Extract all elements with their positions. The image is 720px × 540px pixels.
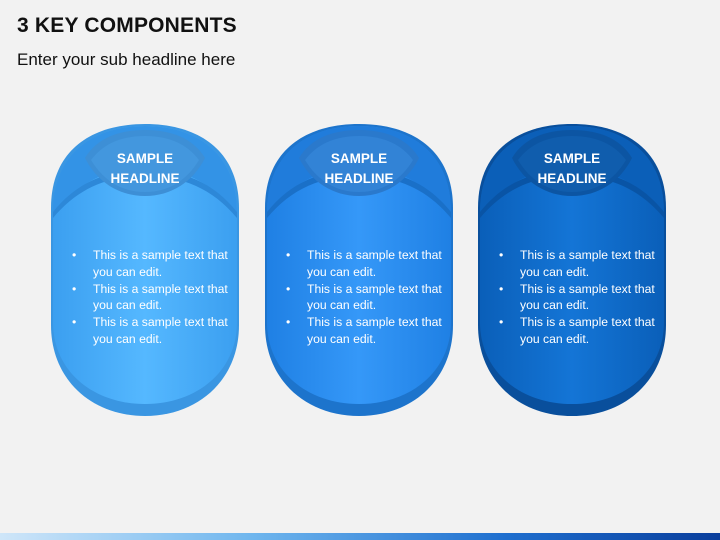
bullet-item: This is a sample text that you can edit. [283, 281, 443, 315]
footer-gradient-bar [0, 533, 720, 540]
component-card-1: SAMPLE HEADLINE This is a sample text th… [47, 120, 243, 420]
bullet-item: This is a sample text that you can edit. [496, 247, 656, 281]
headline-line-2: HEADLINE [324, 171, 394, 186]
bullet-item: This is a sample text that you can edit. [283, 314, 443, 348]
headline-line-1: SAMPLE [543, 151, 601, 166]
bullet-item: This is a sample text that you can edit. [69, 281, 229, 315]
headline-line-1: SAMPLE [330, 151, 388, 166]
slide-subtitle: Enter your sub headline here [17, 50, 236, 69]
bullet-item: This is a sample text that you can edit. [496, 314, 656, 348]
headline-line-2: HEADLINE [110, 171, 180, 186]
component-headline: SAMPLE HEADLINE [474, 149, 670, 189]
component-headline: SAMPLE HEADLINE [47, 149, 243, 189]
bullet-item: This is a sample text that you can edit. [69, 247, 229, 281]
bullet-item: This is a sample text that you can edit. [69, 314, 229, 348]
component-card-2: SAMPLE HEADLINE This is a sample text th… [261, 120, 457, 420]
slide-title: 3 KEY COMPONENTS [17, 14, 237, 37]
bullet-list: This is a sample text that you can edit.… [69, 247, 229, 348]
bullet-item: This is a sample text that you can edit. [283, 247, 443, 281]
component-headline: SAMPLE HEADLINE [261, 149, 457, 189]
bullet-item: This is a sample text that you can edit. [496, 281, 656, 315]
headline-line-1: SAMPLE [116, 151, 174, 166]
bullet-list: This is a sample text that you can edit.… [496, 247, 656, 348]
component-card-3: SAMPLE HEADLINE This is a sample text th… [474, 120, 670, 420]
headline-line-2: HEADLINE [537, 171, 607, 186]
bullet-list: This is a sample text that you can edit.… [283, 247, 443, 348]
